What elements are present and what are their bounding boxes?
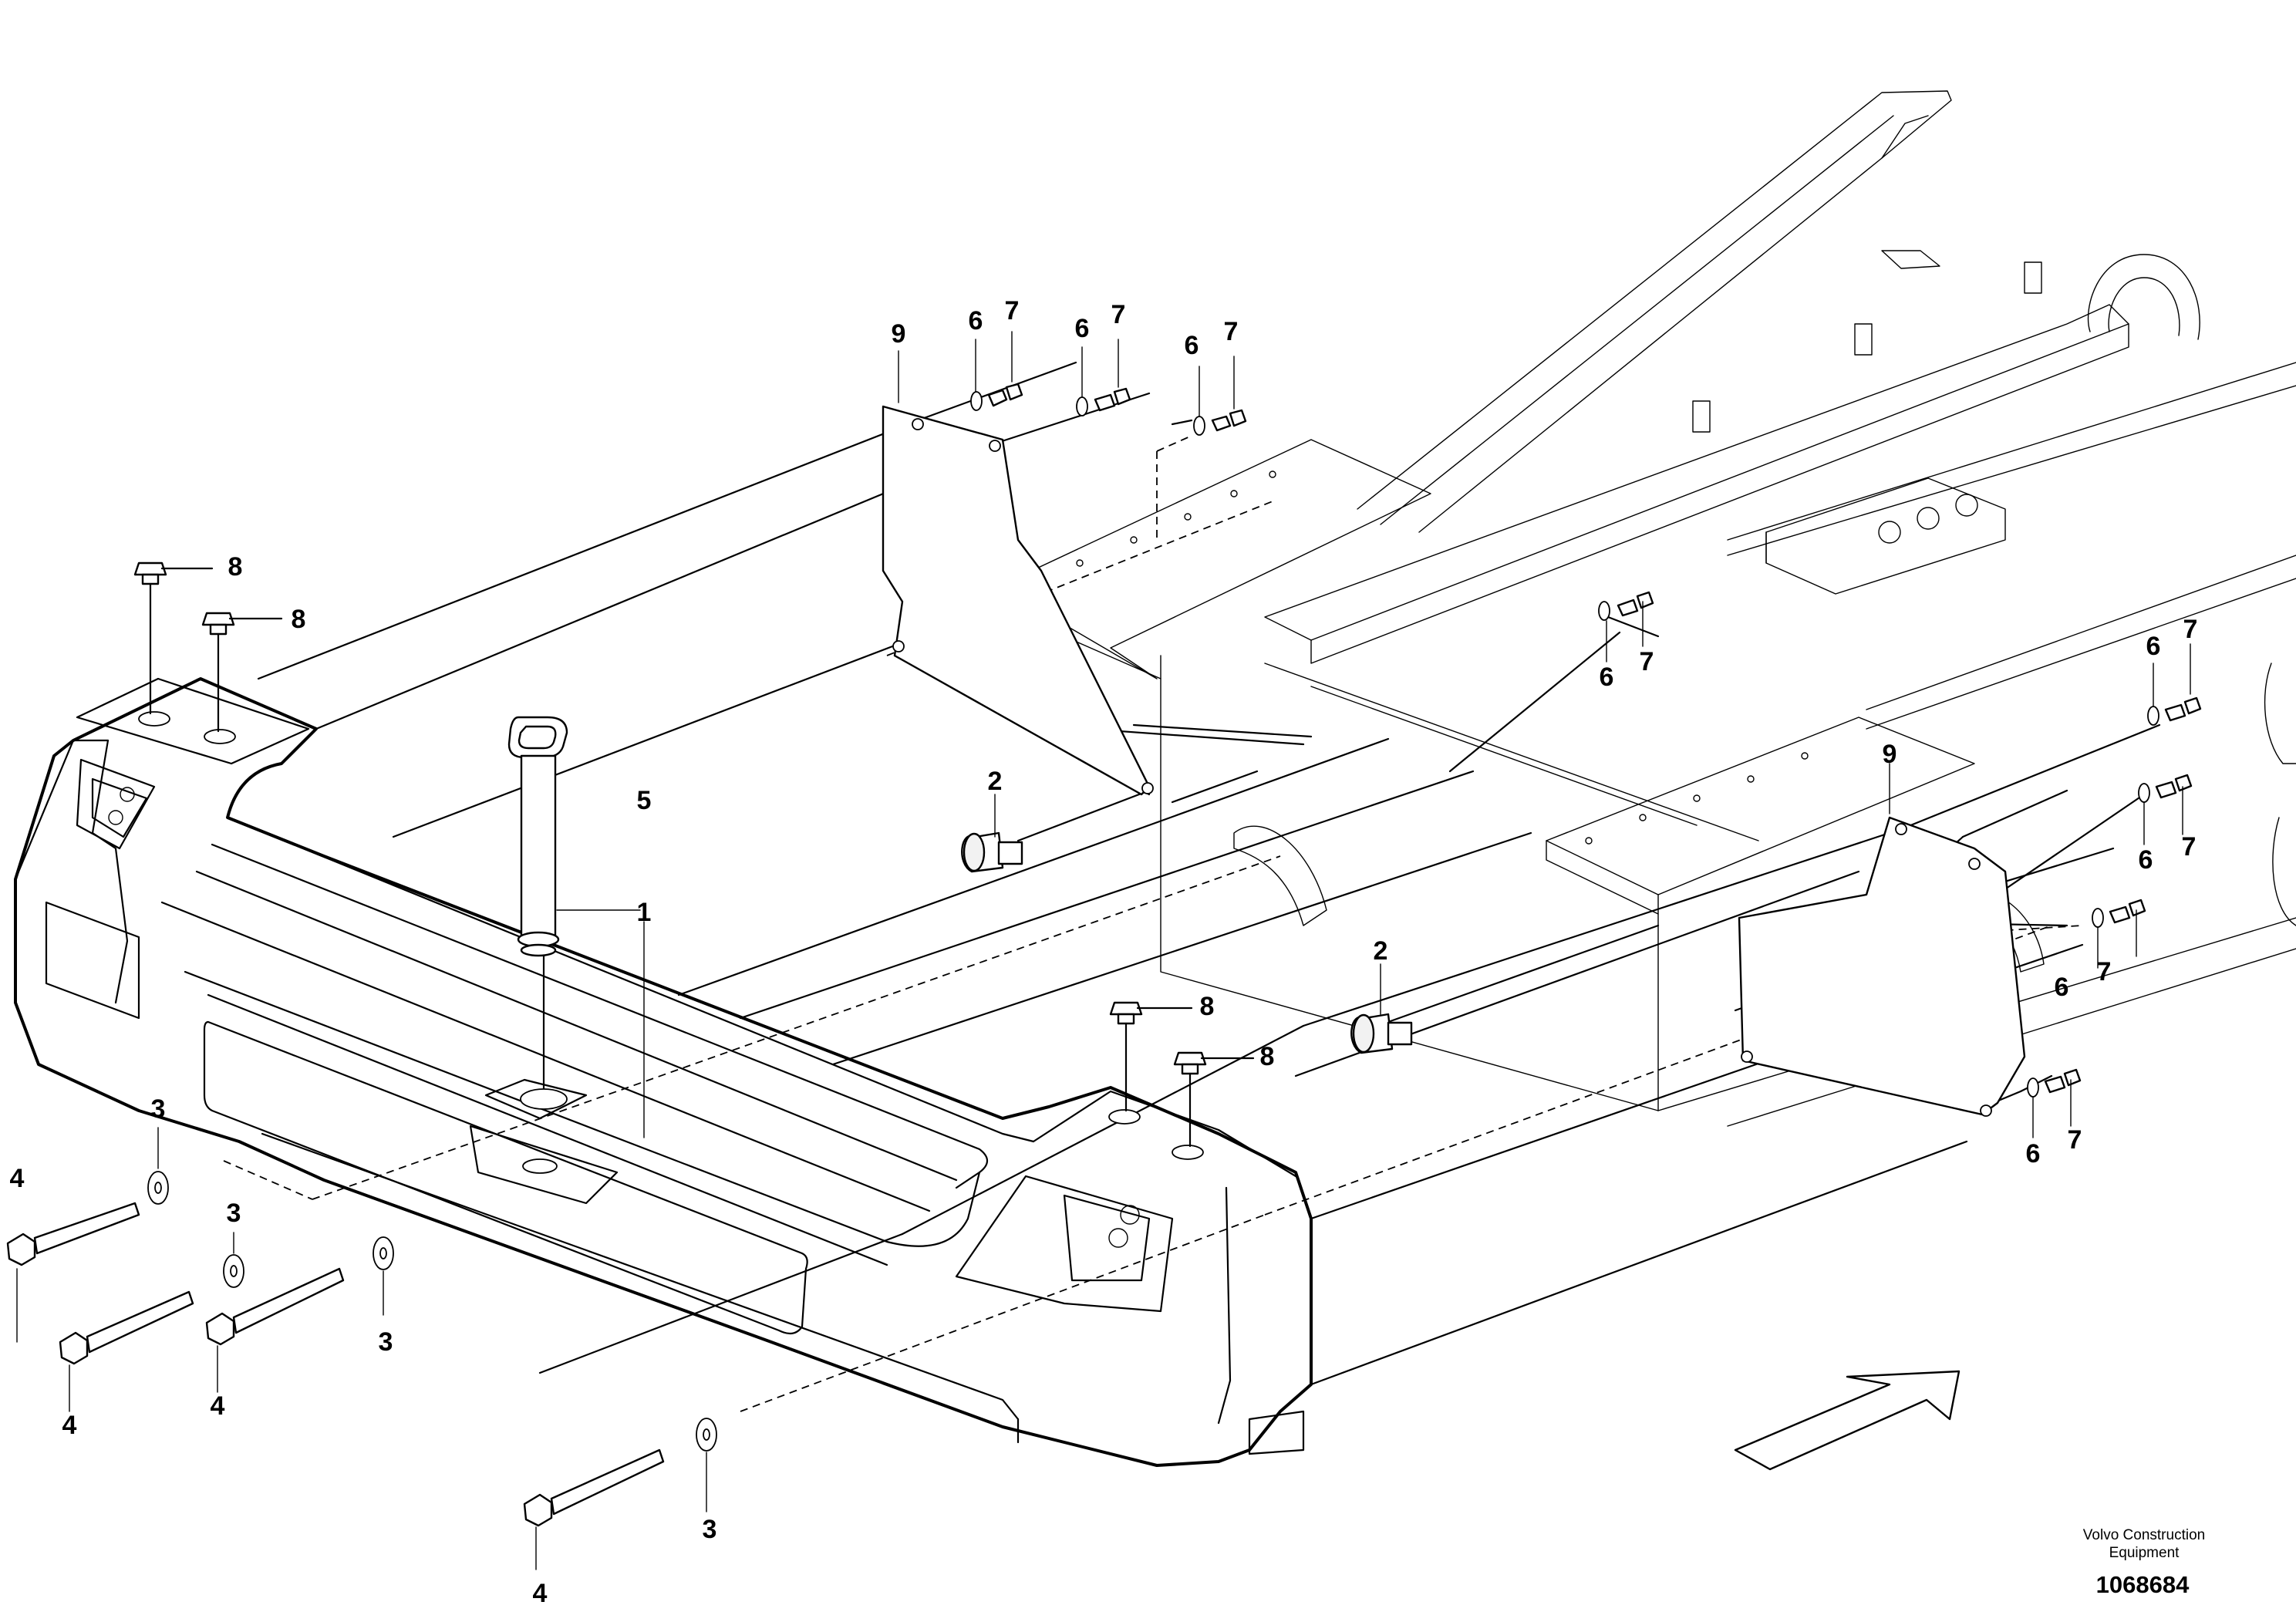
lock-pin	[507, 716, 568, 957]
callout-label: 4	[10, 1164, 25, 1193]
bracket-left	[882, 405, 1154, 796]
callout-label: 6	[1600, 663, 1614, 692]
callout-label: 7	[1224, 317, 1239, 346]
callout-label: 6	[2055, 973, 2069, 1002]
callout-label: 3	[151, 1094, 166, 1124]
callout-label: 5	[637, 786, 652, 815]
callout-label: 6	[969, 306, 983, 336]
callout-label: 8	[292, 605, 306, 634]
damper-left	[961, 831, 1023, 873]
callout-label: 7	[2182, 832, 2197, 862]
callout-label: 8	[1200, 992, 1215, 1021]
callout-label: 7	[2068, 1125, 2082, 1155]
callout-label: 7	[2097, 957, 2112, 986]
callout-label: 4	[211, 1391, 225, 1421]
callout-label: 4	[62, 1411, 77, 1440]
callout-label: 8	[228, 552, 243, 582]
callout-label: 7	[1640, 647, 1654, 676]
callout-label: 6	[1185, 331, 1199, 360]
callout-label: 9	[1883, 740, 1897, 769]
callout-label: 9	[892, 319, 906, 349]
callout-label: 3	[379, 1327, 393, 1357]
callout-label: 7	[1111, 300, 1126, 329]
callout-label: 3	[227, 1199, 241, 1228]
machine-frame	[998, 90, 2296, 1127]
figure-credit: Volvo Construction Equipment 1068684	[2083, 1527, 2205, 1598]
callout-label: 6	[2026, 1139, 2041, 1168]
mounting-bolts	[6, 1127, 717, 1570]
callout-label: 1	[637, 898, 652, 927]
callout-label: 6	[2146, 632, 2161, 661]
callout-label: 8	[1260, 1042, 1275, 1071]
callout-label: 7	[1005, 296, 1020, 325]
plugs	[133, 561, 1255, 1148]
leader-lines	[556, 331, 2191, 1138]
callout-label: 2	[988, 767, 1003, 796]
credit-line: Equipment	[2109, 1545, 2180, 1561]
damper-right	[1350, 1013, 1413, 1054]
callout-label: 6	[2139, 845, 2153, 875]
figure-number: 1068684	[2096, 1571, 2190, 1598]
fasteners-top	[970, 383, 2202, 1098]
counterweight-bumper	[14, 677, 1313, 1467]
callout-label: 7	[2183, 615, 2198, 644]
bracket-right	[1738, 816, 2026, 1117]
callout-label: 6	[1075, 314, 1090, 343]
callout-label: 4	[533, 1579, 548, 1608]
credit-line: Volvo Construction	[2083, 1527, 2205, 1543]
callout-label: 3	[703, 1515, 717, 1544]
callout-labels: 1 2 2 3 3 3 3 4 4 4 4 5 6 6 6 6 6 6 6 6 …	[10, 296, 2198, 1608]
forward-direction-arrow	[1734, 1370, 1961, 1471]
callout-label: 2	[1374, 936, 1388, 966]
